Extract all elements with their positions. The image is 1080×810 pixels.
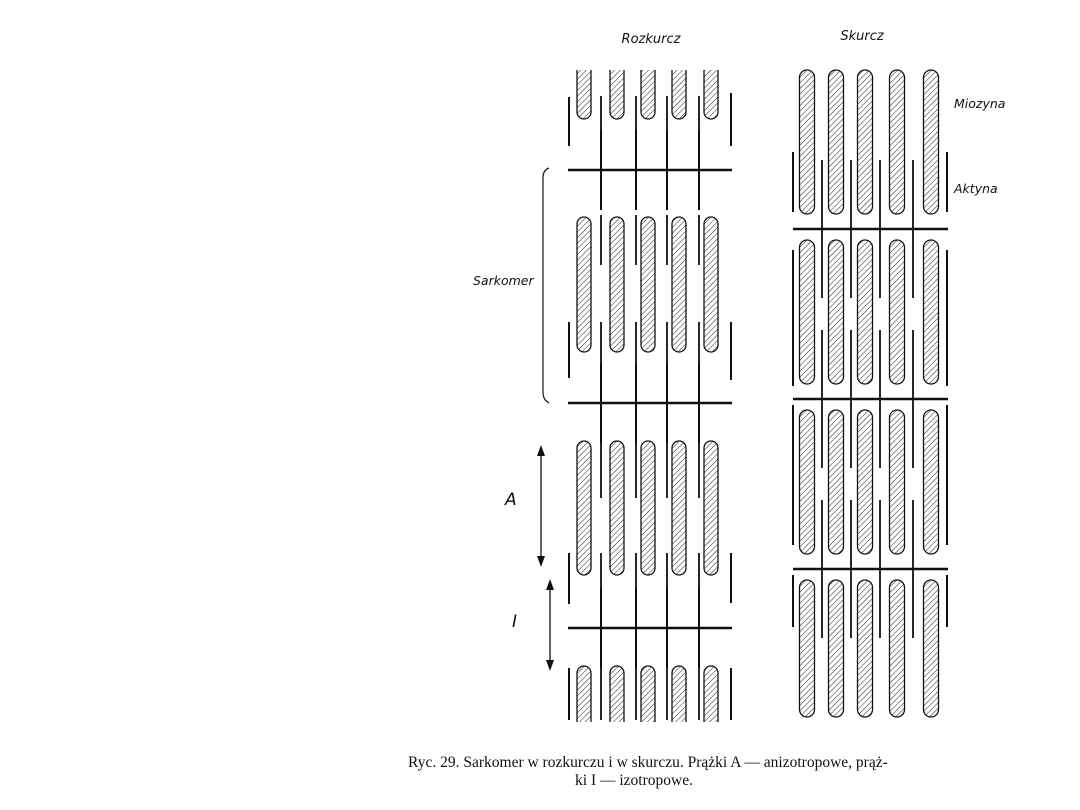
myosin-filament [609, 665, 625, 722]
myosin-filament [703, 440, 719, 576]
myosin-filament [640, 216, 656, 353]
myosin-filament [856, 579, 874, 718]
myosin-filament [856, 409, 874, 555]
myosin-filament [856, 69, 874, 215]
myosin-filament [576, 216, 592, 353]
myosin-filament [703, 216, 719, 353]
myosin-filament [576, 70, 592, 120]
caption-line-1: Ryc. 29. Sarkomer w rozkurczu i w skurcz… [408, 754, 888, 771]
myosin-filament [922, 409, 940, 555]
myosin-filament [827, 409, 845, 555]
contracted-title: Skurcz [840, 29, 885, 44]
myosin-filament [640, 665, 656, 722]
myosin-filament [671, 665, 687, 722]
myosin-filament [922, 579, 940, 718]
myosin-filament [703, 70, 719, 120]
myosin-filament [576, 440, 592, 576]
myosin-filament [640, 440, 656, 576]
myosin-filament [888, 69, 906, 215]
caption-line-2: ki I — izotropowe. [575, 772, 693, 789]
myosin-filament [827, 69, 845, 215]
myosin-filament [922, 69, 940, 215]
myosin-label: Miozyna [954, 96, 1005, 111]
actin-label: Aktyna [953, 181, 998, 196]
sarcomere-label: Sarkomer [473, 273, 534, 288]
myosin-filament [798, 239, 816, 385]
myosin-filament [671, 440, 687, 576]
relaxed-title: Rozkurcz [622, 32, 682, 47]
myosin-filament [609, 440, 625, 576]
band-a-arrow [537, 445, 545, 567]
myosin-filament [671, 70, 687, 120]
myosin-filament [888, 409, 906, 555]
myosin-filament [798, 409, 816, 555]
figure-caption: Ryc. 29. Sarkomer w rozkurczu i w skurcz… [408, 754, 1070, 790]
band-i-label: I [512, 612, 517, 632]
myosin-filament [609, 216, 625, 353]
myosin-filament [703, 665, 719, 722]
band-i-arrow [546, 579, 554, 671]
myosin-filament [609, 70, 625, 120]
myosin-filament [922, 239, 940, 385]
contracted-sarcomere-column [792, 69, 948, 718]
myosin-filament [856, 239, 874, 385]
myosin-filament [888, 239, 906, 385]
myosin-filament [576, 665, 592, 722]
myosin-filament [798, 579, 816, 718]
myosin-filament [640, 70, 656, 120]
myosin-filament [798, 69, 816, 215]
myosin-filament [888, 579, 906, 718]
relaxed-sarcomere-column [568, 70, 732, 722]
myosin-filament [827, 239, 845, 385]
sarcomere-bracket [542, 167, 550, 404]
band-a-label: A [504, 490, 517, 510]
myosin-filament [671, 216, 687, 353]
myosin-filament [827, 579, 845, 718]
